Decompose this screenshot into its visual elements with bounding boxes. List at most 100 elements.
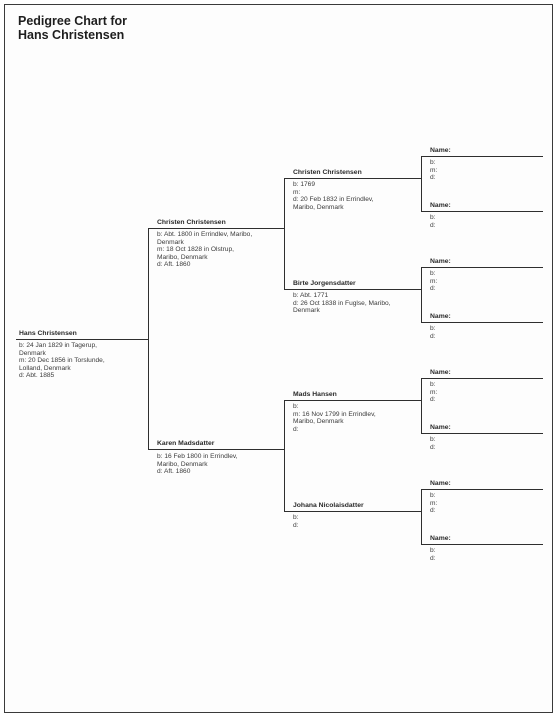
person-name-gen3-4: Johana Nicolaisdatter: [293, 502, 364, 509]
connector-gen3-2-to-gen4: [421, 268, 422, 323]
detail-line: b:: [430, 492, 436, 499]
person-details-gen1: b: 24 Jan 1829 in Tagerup, Denmark m: 20…: [19, 342, 105, 380]
person-details-gen3-3: b: m: 16 Nov 1799 in Errindlev, Maribo, …: [293, 403, 376, 433]
person-details-gen4-1: b: m: d:: [430, 159, 437, 182]
detail-line: Denmark: [19, 349, 46, 357]
detail-line: d:: [430, 174, 436, 182]
detail-line: Maribo, Denmark: [293, 418, 344, 426]
person-line-gen3-3: [284, 400, 422, 401]
person-line-gen4-4: [421, 322, 543, 323]
person-line-gen4-3: [421, 267, 543, 268]
detail-line: m:: [430, 499, 438, 507]
detail-line: b:: [430, 270, 436, 277]
chart-title-line1: Pedigree Chart for: [18, 14, 128, 28]
person-name-gen2-mother: Karen Madsdatter: [157, 440, 215, 447]
person-details-gen4-3: b: m: d:: [430, 270, 437, 293]
detail-line: d: 20 Feb 1832 in Errindlev,: [293, 196, 374, 204]
detail-line: d: Aft. 1860: [157, 468, 191, 476]
person-name-gen4-3: Name:: [430, 258, 451, 265]
detail-line: b:: [430, 381, 436, 388]
detail-line: b:: [430, 214, 436, 221]
person-line-gen2-mother: [148, 449, 285, 450]
detail-line: d: Abt. 1885: [19, 372, 55, 380]
detail-line: b: Abt. 1800 in Errindlev, Maribo,: [157, 231, 253, 238]
detail-line: b: 16 Feb 1800 in Errindlev,: [157, 453, 238, 460]
person-name-gen3-1: Christen Christensen: [293, 169, 362, 176]
detail-line: b: Abt. 1771: [293, 292, 329, 299]
person-details-gen2-mother: b: 16 Feb 1800 in Errindlev, Maribo, Den…: [157, 453, 238, 476]
person-name-gen4-5: Name:: [430, 369, 451, 376]
person-line-gen4-2: [421, 211, 543, 212]
person-line-gen3-4: [284, 511, 422, 512]
detail-line: m: 18 Oct 1828 in Olstrup,: [157, 246, 234, 254]
person-line-gen1: [16, 339, 149, 340]
person-name-gen4-6: Name:: [430, 424, 451, 431]
person-line-gen4-6: [421, 433, 543, 434]
detail-line: Lolland, Denmark: [19, 364, 71, 372]
detail-line: b:: [430, 159, 436, 166]
person-details-gen4-5: b: m: d:: [430, 381, 437, 404]
detail-line: b:: [293, 514, 299, 521]
person-details-gen3-1: b: 1769 m: d: 20 Feb 1832 in Errindlev, …: [293, 181, 374, 211]
person-line-gen4-7: [421, 489, 543, 490]
connector-gen2-father-to-gen3: [284, 178, 285, 289]
detail-line: d:: [430, 221, 436, 229]
person-line-gen3-1: [284, 178, 422, 179]
connector-gen3-1-to-gen4: [421, 157, 422, 212]
chart-title: Pedigree Chart for Hans Christensen: [18, 14, 127, 42]
detail-line: Maribo, Denmark: [157, 460, 208, 468]
connector-gen2-mother-to-gen3: [284, 400, 285, 511]
person-line-gen2-father: [148, 228, 285, 229]
detail-line: m:: [430, 277, 438, 285]
pedigree-chart-page: [4, 4, 553, 713]
person-details-gen3-4: b: d:: [293, 514, 299, 529]
person-name-gen3-3: Mads Hansen: [293, 391, 337, 398]
detail-line: Maribo, Denmark: [157, 253, 208, 261]
person-name-gen2-father: Christen Christensen: [157, 219, 226, 226]
detail-line: m:: [430, 166, 438, 174]
detail-line: d:: [430, 332, 436, 340]
detail-line: Denmark: [157, 238, 184, 246]
detail-line: m: 20 Dec 1856 in Torslunde,: [19, 357, 105, 365]
person-name-gen4-4: Name:: [430, 313, 451, 320]
detail-line: d: 26 Oct 1838 in Fuglse, Maribo,: [293, 299, 391, 307]
person-details-gen4-7: b: m: d:: [430, 492, 437, 515]
connector-gen3-4-to-gen4: [421, 490, 422, 545]
person-details-gen3-2: b: Abt. 1771 d: 26 Oct 1838 in Fuglse, M…: [293, 292, 391, 315]
person-name-gen4-2: Name:: [430, 202, 451, 209]
detail-line: d:: [293, 425, 299, 433]
detail-line: m: 16 Nov 1799 in Errindlev,: [293, 410, 376, 418]
connector-gen3-3-to-gen4: [421, 379, 422, 434]
detail-line: b: 1769: [293, 181, 315, 188]
detail-line: d:: [293, 521, 299, 529]
detail-line: m:: [430, 388, 438, 396]
person-details-gen4-4: b: d:: [430, 325, 436, 340]
detail-line: d:: [430, 285, 436, 293]
detail-line: b:: [293, 403, 299, 410]
person-name-gen3-2: Birte Jorgensdatter: [293, 280, 356, 287]
detail-line: b: 24 Jan 1829 in Tagerup,: [19, 342, 97, 349]
chart-title-line2: Hans Christensen: [18, 28, 125, 42]
person-details-gen4-2: b: d:: [430, 214, 436, 229]
person-line-gen3-2: [284, 289, 422, 290]
detail-line: m:: [293, 188, 301, 196]
person-line-gen4-8: [421, 544, 543, 545]
detail-line: d:: [430, 443, 436, 451]
detail-line: d:: [430, 507, 436, 515]
person-name-gen1: Hans Christensen: [19, 330, 77, 337]
person-name-gen4-8: Name:: [430, 535, 451, 542]
detail-line: Maribo, Denmark: [293, 203, 344, 211]
detail-line: b:: [430, 436, 436, 443]
person-details-gen2-father: b: Abt. 1800 in Errindlev, Maribo, Denma…: [157, 231, 252, 269]
person-line-gen4-5: [421, 378, 543, 379]
detail-line: d: Aft. 1860: [157, 261, 191, 269]
person-name-gen4-1: Name:: [430, 147, 451, 154]
detail-line: Denmark: [293, 307, 320, 315]
detail-line: b:: [430, 547, 436, 554]
person-details-gen4-8: b: d:: [430, 547, 436, 562]
person-line-gen4-1: [421, 156, 543, 157]
detail-line: d:: [430, 396, 436, 404]
person-name-gen4-7: Name:: [430, 480, 451, 487]
detail-line: d:: [430, 554, 436, 562]
connector-gen1-to-gen2: [148, 229, 149, 450]
